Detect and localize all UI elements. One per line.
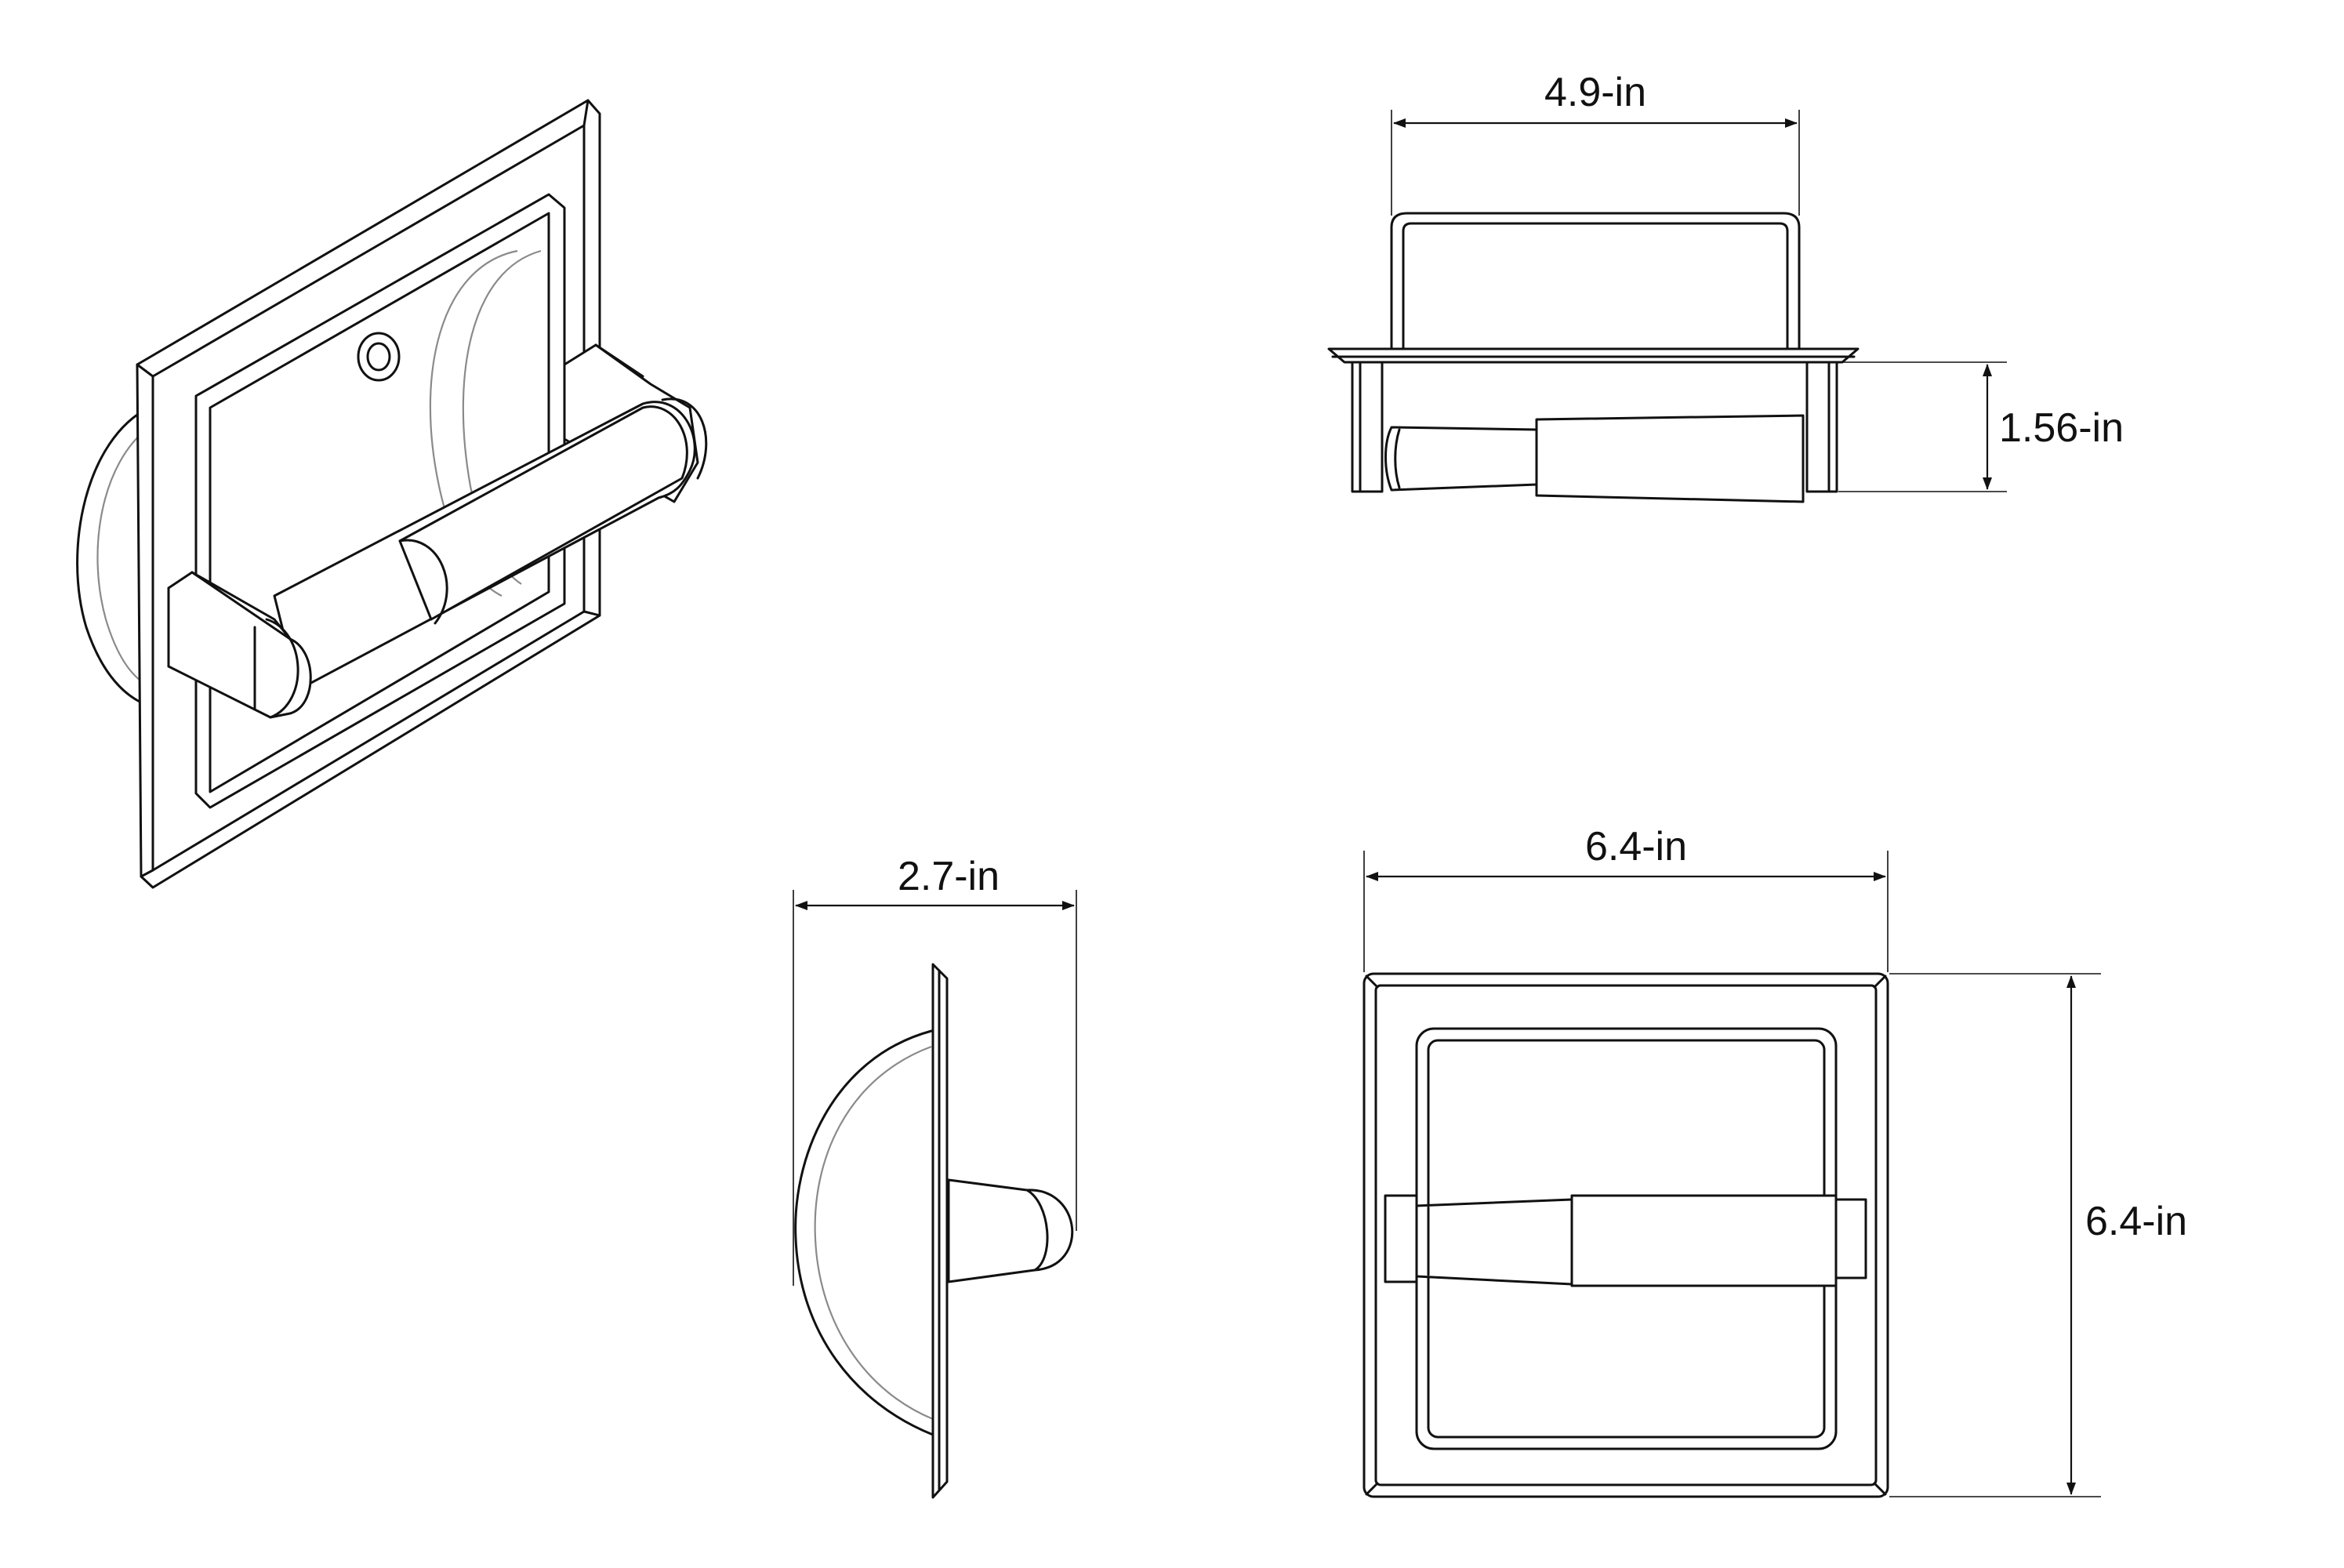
front-width-label: 6.4-in <box>1585 824 1687 869</box>
front-height-label: 6.4-in <box>2085 1199 2187 1244</box>
top-width-label: 4.9-in <box>1544 70 1646 115</box>
top-depth-label: 1.56-in <box>1999 405 2124 451</box>
top-view: 4.9-in 1.56-in <box>1327 70 2124 503</box>
side-view: 2.7-in <box>793 854 1077 1499</box>
isometric-view <box>76 99 708 889</box>
side-depth-label: 2.7-in <box>898 854 1000 899</box>
front-view: 6.4-in 6.4-in <box>1362 824 2187 1498</box>
